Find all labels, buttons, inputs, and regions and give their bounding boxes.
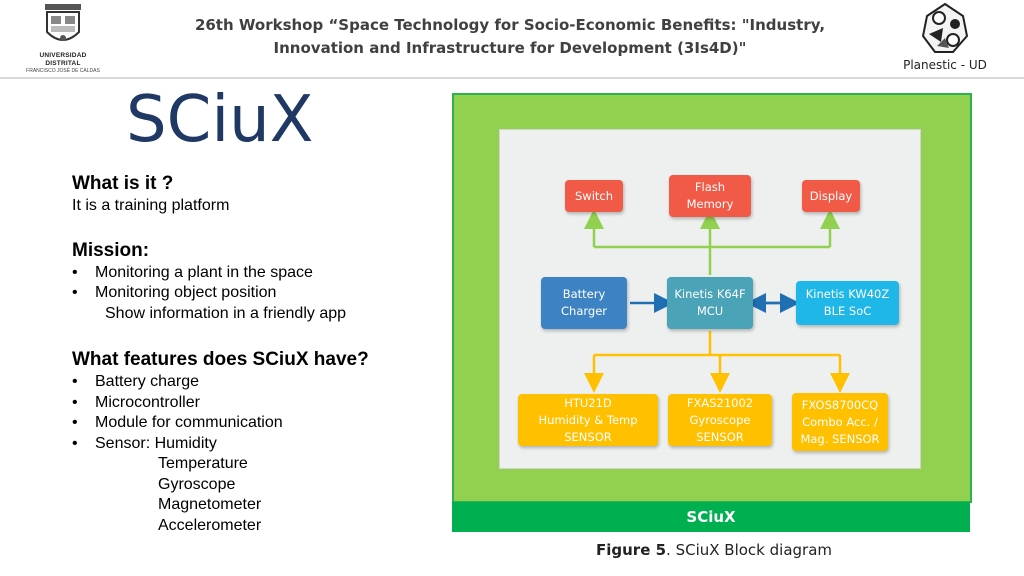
feature-item: Module for communication: [72, 413, 442, 434]
figure-label: Figure 5: [596, 541, 667, 559]
sensor-item: Gyroscope: [158, 475, 236, 493]
left-column: What is it ? It is a training platform M…: [72, 172, 442, 536]
diagram-bottom-label: SCiuX: [452, 502, 970, 532]
switch-block: Switch: [565, 180, 623, 212]
sensor-item: Magnetometer: [158, 496, 262, 513]
university-logo: UNIVERSIDAD DISTRITAL FRANCISCO JOSÉ DE …: [22, 2, 104, 74]
question-heading: What is it ?: [72, 173, 174, 194]
feature-item: Battery charge: [72, 372, 442, 393]
acc-mag-sensor-block: FXOS8700CQ Combo Acc. / Mag. SENSOR: [792, 393, 888, 451]
university-name: UNIVERSIDAD DISTRITAL: [39, 52, 87, 67]
top-bus: [584, 209, 840, 275]
planestic-caption: Planestic - UD: [903, 58, 987, 72]
figure-caption-text: . SCiuX Block diagram: [666, 541, 833, 559]
page-title: SCiuX: [126, 83, 314, 157]
feature-item: Microcontroller: [72, 393, 442, 414]
block-diagram: SCiuX Switch Flash Memory Displ: [452, 93, 972, 533]
gyroscope-sensor-block: FXAS21002 Gyroscope SENSOR: [668, 394, 772, 446]
planestic-logo: Planestic - UD: [900, 2, 990, 76]
mission-extra: Show information in a friendly app: [105, 304, 347, 322]
mission-item: Monitoring a plant in the space: [72, 263, 442, 284]
header-divider: [0, 77, 1024, 79]
feature-item: Sensor: Humidity: [72, 434, 442, 455]
battery-charger-block: Battery Charger: [541, 277, 627, 329]
planestic-emblem-icon: [921, 2, 969, 53]
university-crest-icon: [45, 4, 81, 41]
humidity-temp-sensor-block: HTU21D Humidity & Temp SENSOR: [518, 394, 658, 446]
flash-memory-block: Flash Memory: [669, 175, 751, 217]
sensor-item: Accelerometer: [158, 516, 262, 534]
mission-heading: Mission:: [72, 239, 150, 261]
question-answer: It is a training platform: [72, 197, 230, 214]
mcu-block: Kinetis K64F MCU: [667, 277, 753, 329]
display-block: Display: [802, 180, 860, 212]
header-title: 26th Workshop “Space Technology for Soci…: [194, 16, 826, 57]
features-heading: What features does SCiuX have?: [72, 349, 369, 370]
bottom-bus: [584, 331, 850, 393]
sensor-item: Temperature: [158, 455, 248, 472]
ble-soc-block: Kinetis KW40Z BLE SoC: [796, 281, 899, 325]
mission-item: Monitoring object position: [72, 283, 442, 304]
university-subname: FRANCISCO JOSÉ DE CALDAS: [26, 68, 100, 74]
diagram-connections: [584, 209, 850, 393]
figure-caption: Figure 5. SCiuX Block diagram: [596, 541, 832, 559]
